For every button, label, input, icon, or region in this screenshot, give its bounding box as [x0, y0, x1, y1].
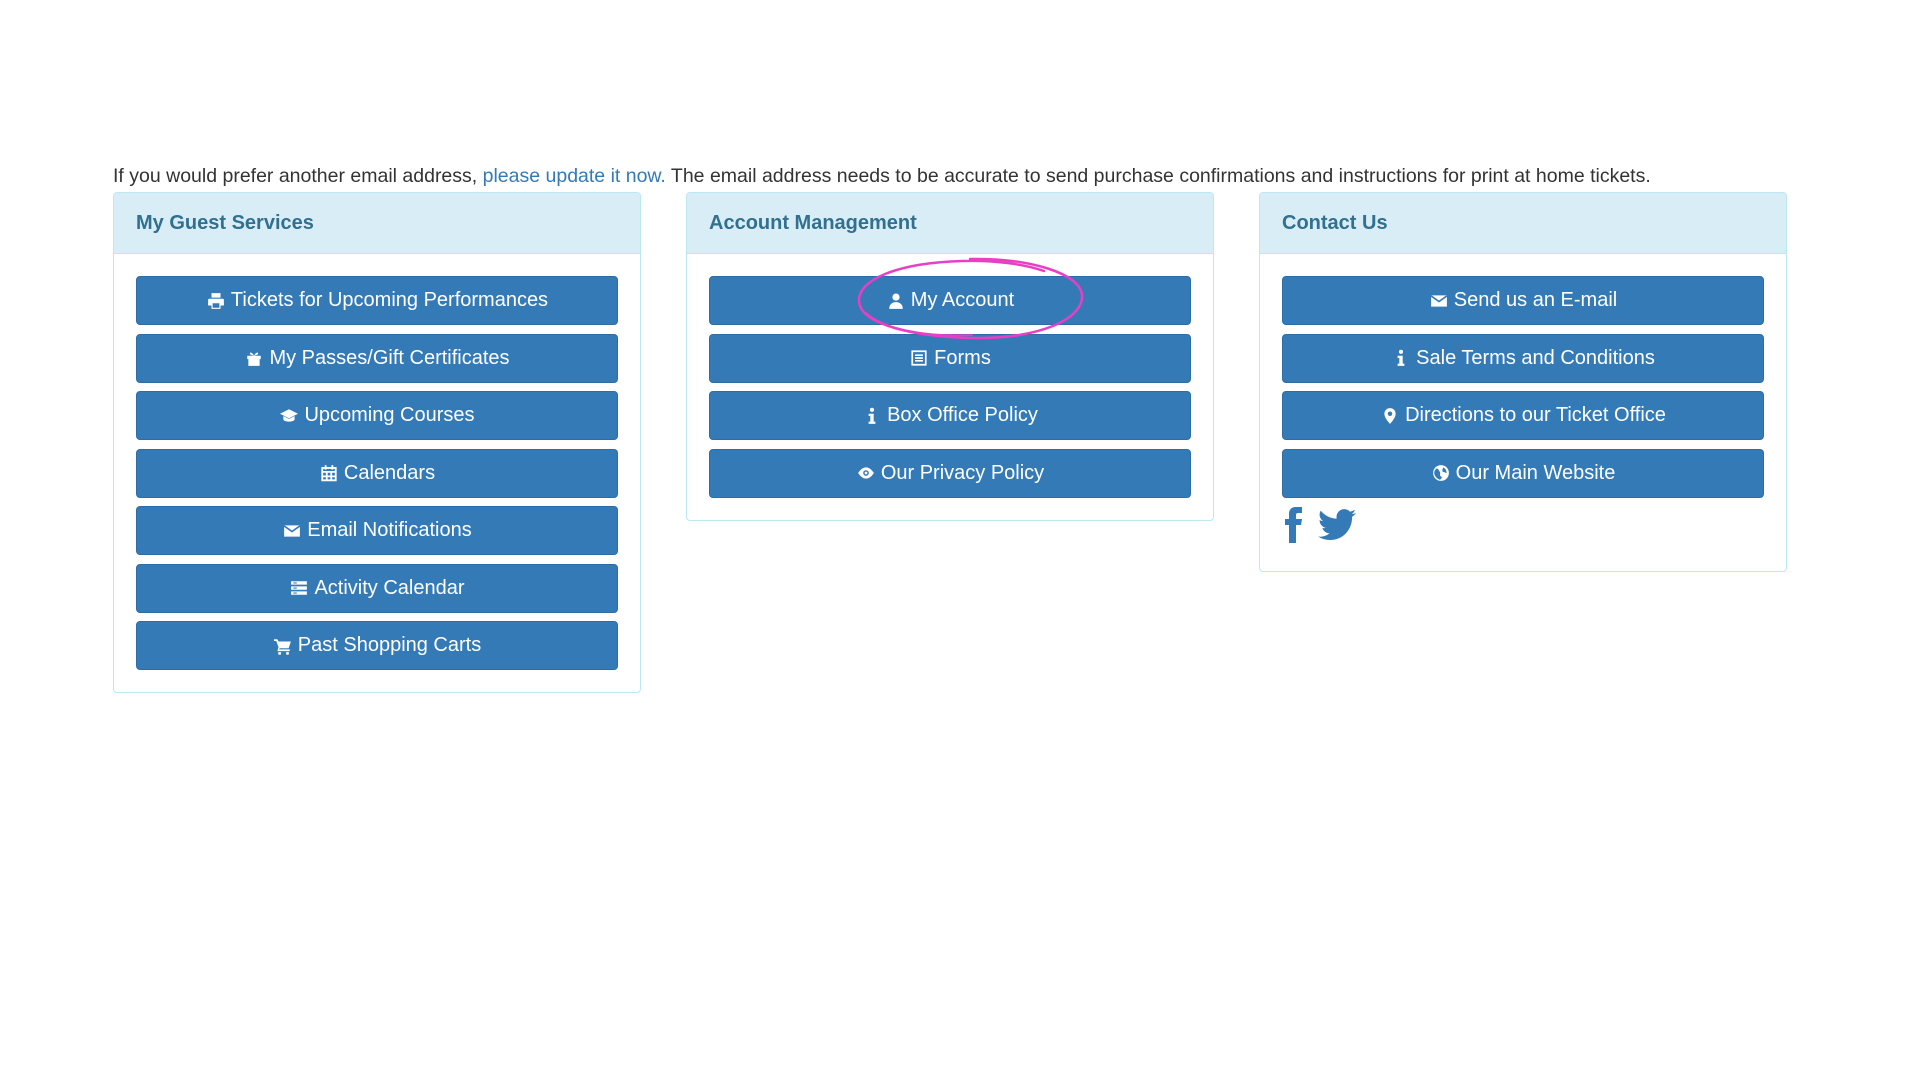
guest-services-body: Tickets for Upcoming Performances My Pas… [114, 254, 640, 692]
privacy-policy-label: Our Privacy Policy [880, 461, 1045, 484]
passes-gift-certificates-label: My Passes/Gift Certificates [269, 346, 510, 369]
list-icon [289, 578, 309, 598]
box-office-policy-button[interactable]: Box Office Policy [709, 391, 1191, 440]
activity-calendar-label: Activity Calendar [314, 576, 465, 599]
envelope-icon [1429, 291, 1449, 311]
past-shopping-carts-button[interactable]: Past Shopping Carts [136, 621, 618, 670]
guest-services-panel: My Guest Services Tickets for Upcoming P… [113, 192, 641, 693]
directions-button[interactable]: Directions to our Ticket Office [1282, 391, 1764, 440]
send-email-button[interactable]: Send us an E-mail [1282, 276, 1764, 325]
gift-icon [244, 348, 264, 368]
contact-us-body: Send us an E-mail Sale Terms and Conditi… [1260, 254, 1786, 571]
past-shopping-carts-label: Past Shopping Carts [297, 634, 482, 656]
main-website-button[interactable]: Our Main Website [1282, 448, 1764, 498]
update-email-link[interactable]: please update it now. [482, 165, 666, 187]
my-account-button[interactable]: My Account [709, 276, 1191, 325]
guest-services-heading: My Guest Services [114, 193, 640, 254]
forms-button[interactable]: Forms [709, 333, 1191, 383]
email-notice: If you would prefer another email addres… [113, 164, 1651, 188]
account-management-panel: Account Management My Account Forms Box … [686, 192, 1214, 521]
box-office-policy-label: Box Office Policy [887, 404, 1038, 426]
account-management-body: My Account Forms Box Office Policy Our P… [687, 254, 1213, 520]
send-email-label: Send us an E-mail [1453, 289, 1618, 311]
map-marker-icon [1380, 406, 1400, 426]
print-icon [206, 291, 226, 311]
email-notifications-label: Email Notifications [307, 519, 472, 541]
social-links [1282, 506, 1764, 549]
calendars-label: Calendars [343, 461, 436, 484]
envelope-icon [282, 521, 302, 541]
contact-us-heading: Contact Us [1260, 193, 1786, 254]
globe-icon [1431, 463, 1451, 483]
forms-label: Forms [934, 346, 991, 369]
form-icon [909, 348, 929, 368]
twitter-icon[interactable] [1318, 509, 1356, 546]
calendar-icon [319, 463, 339, 483]
info-icon [862, 406, 882, 426]
privacy-policy-button[interactable]: Our Privacy Policy [709, 448, 1191, 498]
sale-terms-label: Sale Terms and Conditions [1416, 346, 1655, 369]
upcoming-courses-button[interactable]: Upcoming Courses [136, 391, 618, 440]
tickets-upcoming-performances-label: Tickets for Upcoming Performances [230, 289, 549, 311]
upcoming-courses-label: Upcoming Courses [304, 404, 475, 426]
user-icon [886, 291, 906, 311]
email-notice-text-end: The email address needs to be accurate t… [665, 165, 1651, 187]
directions-label: Directions to our Ticket Office [1405, 404, 1666, 426]
sale-terms-button[interactable]: Sale Terms and Conditions [1282, 333, 1764, 383]
email-notice-text-start: If you would prefer another email addres… [113, 165, 483, 187]
main-website-label: Our Main Website [1455, 461, 1616, 484]
contact-us-panel: Contact Us Send us an E-mail Sale Terms … [1259, 192, 1787, 572]
account-management-heading: Account Management [687, 193, 1213, 254]
graduation-cap-icon [279, 406, 299, 426]
calendars-button[interactable]: Calendars [136, 448, 618, 498]
eye-icon [856, 463, 876, 483]
activity-calendar-button[interactable]: Activity Calendar [136, 563, 618, 613]
email-notifications-button[interactable]: Email Notifications [136, 506, 618, 555]
passes-gift-certificates-button[interactable]: My Passes/Gift Certificates [136, 333, 618, 383]
tickets-upcoming-performances-button[interactable]: Tickets for Upcoming Performances [136, 276, 618, 325]
cart-icon [273, 636, 293, 656]
info-icon [1391, 348, 1411, 368]
facebook-icon[interactable] [1282, 506, 1306, 549]
my-account-label: My Account [910, 289, 1015, 311]
